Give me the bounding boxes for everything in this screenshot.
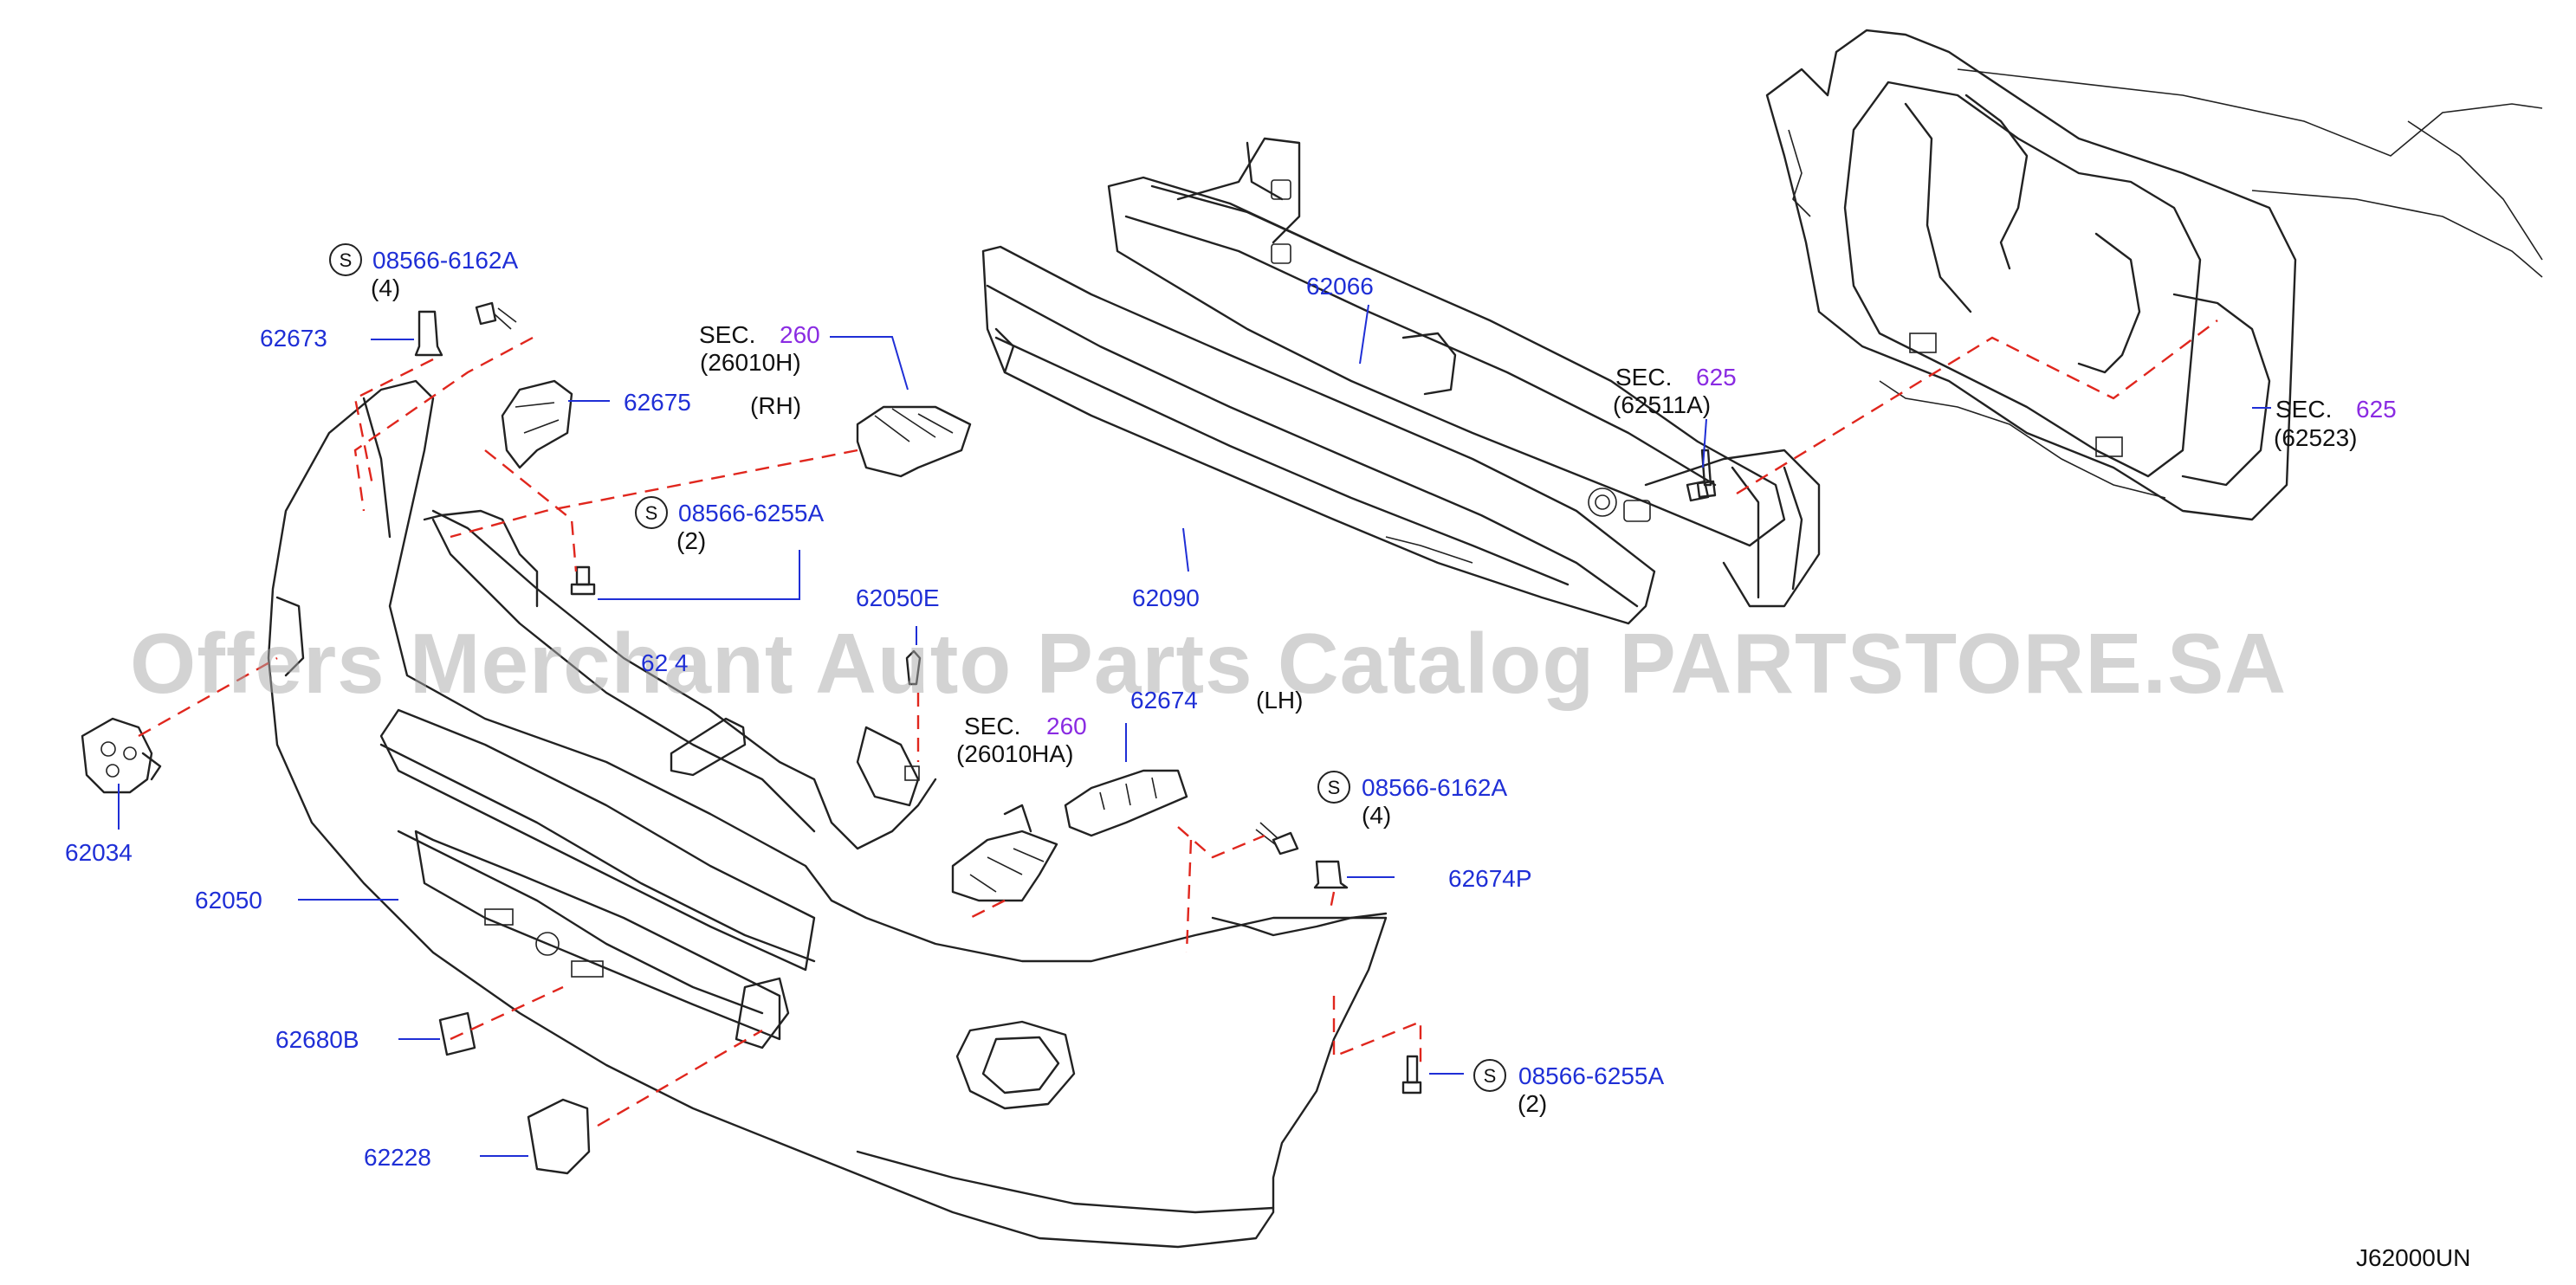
- sensor-62034: [81, 717, 162, 794]
- clip-62673: [414, 310, 443, 357]
- diagram-code: J62000UN: [2356, 1244, 2470, 1271]
- label-08566-6255a-top[interactable]: 08566-6255A: [678, 500, 824, 526]
- qty-08566-6255a-top: (2): [676, 527, 706, 554]
- label-62680b[interactable]: 62680B: [275, 1026, 359, 1053]
- bumper-reinforcement-62066: [1107, 137, 1821, 608]
- label-62066[interactable]: 62066: [1306, 273, 1374, 300]
- energy-absorber-62090: [981, 245, 1656, 625]
- qty-08566-6255a-bot: (2): [1518, 1090, 1547, 1117]
- side-lh: (LH): [1256, 687, 1303, 714]
- side-rh: (RH): [750, 392, 801, 419]
- screw-symbol: S: [340, 249, 353, 271]
- watermark: Offers Merchant Auto Parts Catalog PARTS…: [130, 616, 2287, 711]
- qty-08566-6162a-mid: (4): [1362, 802, 1391, 829]
- label-62228[interactable]: 62228: [364, 1144, 431, 1171]
- label-62674[interactable]: 62674: [1130, 687, 1198, 714]
- small-parts: [81, 301, 1710, 1175]
- sec-word-lh: SEC.: [964, 713, 1020, 739]
- label-sec-260-rh[interactable]: 260: [780, 321, 820, 348]
- label-62675[interactable]: 62675: [624, 389, 691, 416]
- screw-symbol-circle: [329, 243, 362, 276]
- label-62090[interactable]: 62090: [1132, 584, 1200, 611]
- label-08566-6162a-mid[interactable]: 08566-6162A: [1362, 774, 1507, 801]
- label-sec-625-a[interactable]: 625: [1696, 364, 1737, 391]
- label-sec-260-lh[interactable]: 260: [1046, 713, 1087, 739]
- front-bumper-fascia-62050: [267, 379, 1388, 1249]
- labels: S 08566-6162A (4) 62673 62675 SEC. 260 (…: [65, 243, 2470, 1271]
- screw-symbol: S: [1484, 1065, 1497, 1087]
- label-62050[interactable]: 62050: [195, 887, 262, 914]
- sec-sub-26010ha: (26010HA): [956, 740, 1073, 767]
- sec-word-62523: SEC.: [2275, 396, 2332, 423]
- sec-sub-62511a: (62511A): [1613, 391, 1711, 418]
- label-62224[interactable]: 62 4: [641, 649, 689, 676]
- sec-word-62511a: SEC.: [1615, 364, 1672, 391]
- sec-sub-26010h: (26010H): [700, 349, 801, 376]
- label-62050e[interactable]: 62050E: [856, 584, 940, 611]
- sec-word-rh: SEC.: [699, 321, 755, 348]
- label-62034[interactable]: 62034: [65, 839, 133, 866]
- screw-symbol-circle: [635, 496, 668, 529]
- screw-symbol: S: [1328, 777, 1341, 798]
- bracket-62675: [501, 379, 573, 469]
- screw-symbol: S: [645, 502, 658, 524]
- label-62674p[interactable]: 62674P: [1448, 865, 1532, 892]
- label-08566-6162a-top[interactable]: 08566-6162A: [372, 247, 518, 274]
- label-08566-6255a-bot[interactable]: 08566-6255A: [1518, 1062, 1664, 1089]
- label-sec-625-b[interactable]: 625: [2356, 396, 2397, 423]
- connection-lines: [138, 320, 2218, 1127]
- screw-symbol-circle: [1473, 1059, 1506, 1092]
- radiator-core-support: [1765, 29, 2543, 521]
- screw-top: [475, 301, 497, 326]
- qty-08566-6162a-top: (4): [371, 274, 400, 301]
- screw-symbol-circle: [1317, 771, 1350, 804]
- sec-sub-62523: (62523): [2274, 424, 2358, 451]
- leader-lines: [118, 304, 2271, 1157]
- label-62673[interactable]: 62673: [260, 325, 327, 352]
